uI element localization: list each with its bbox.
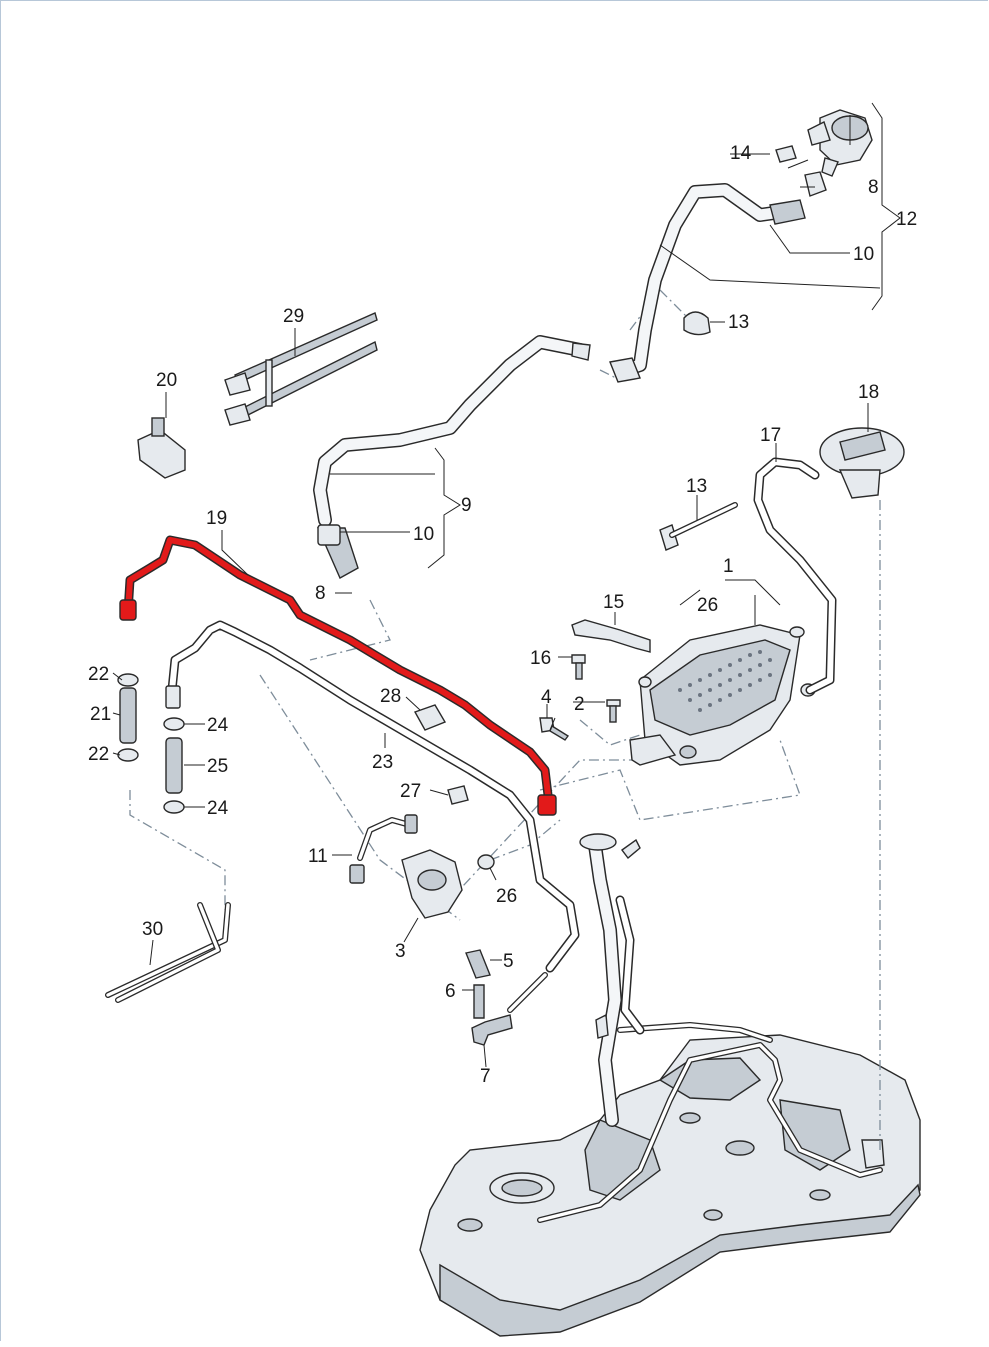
callout-10-upper: 10 — [853, 244, 874, 265]
callout-17: 17 — [760, 425, 781, 446]
callout-24-upper: 24 — [207, 715, 229, 736]
callout-22-lower: 22 — [88, 744, 109, 765]
canister-perforation — [678, 650, 772, 712]
highlighted-line-19 — [119, 535, 557, 816]
bracket-15 — [571, 619, 651, 653]
callout-28: 28 — [380, 686, 401, 707]
callout-20: 20 — [156, 370, 177, 391]
callout-30: 30 — [142, 919, 163, 940]
valve-3-with-harness-11 — [349, 814, 463, 919]
callout-8-upper: 8 — [868, 177, 879, 198]
callout-21: 21 — [90, 704, 111, 725]
callout-29: 29 — [283, 306, 304, 327]
callout-1: 1 — [723, 556, 734, 577]
callout-9: 9 — [461, 495, 472, 516]
clip-13-lower — [659, 502, 738, 551]
leader-lines — [112, 102, 901, 1068]
callout-22-upper: 22 — [88, 664, 109, 685]
callout-labels: 1 2 3 4 5 6 7 8 8 9 10 10 11 12 13 13 14… — [88, 143, 917, 1087]
clamp-29 — [224, 312, 378, 426]
callout-25: 25 — [207, 756, 228, 777]
callout-8-lower: 8 — [315, 583, 326, 604]
bush-26 — [477, 854, 495, 870]
valve-assembly-12 — [775, 109, 873, 197]
fuel-tank — [419, 1034, 921, 1337]
callout-7: 7 — [480, 1066, 491, 1087]
sender-cover-18 — [819, 427, 905, 499]
callout-27: 27 — [400, 781, 421, 802]
hoses-5-6-7 — [465, 949, 548, 1046]
callout-23: 23 — [372, 752, 393, 773]
line-17 — [753, 457, 837, 695]
callout-24-lower: 24 — [207, 798, 229, 819]
callout-11: 11 — [308, 846, 328, 867]
callout-3: 3 — [395, 941, 406, 962]
callout-26-lower: 26 — [496, 886, 517, 907]
callout-16: 16 — [530, 648, 551, 669]
callout-13-lower: 13 — [686, 476, 707, 497]
bolts — [539, 654, 621, 741]
callout-18: 18 — [858, 382, 879, 403]
sleeves-21-25 — [117, 673, 185, 814]
callout-26-upper: 26 — [697, 595, 718, 616]
callout-14: 14 — [730, 143, 752, 164]
clip-28 — [413, 704, 447, 731]
vent-hose-upper — [313, 183, 806, 579]
callout-4: 4 — [541, 687, 552, 708]
tank-vent-lines — [537, 1022, 883, 1223]
charcoal-canister — [629, 624, 816, 766]
hose-bundle-30 — [105, 902, 231, 1003]
callout-6: 6 — [445, 981, 456, 1002]
clip-20 — [137, 417, 186, 479]
callout-15: 15 — [603, 592, 624, 613]
callout-2: 2 — [574, 694, 585, 715]
filler-neck — [579, 833, 645, 1127]
clip-27 — [447, 785, 469, 805]
callout-13-upper: 13 — [728, 312, 749, 333]
clamp-13-upper — [683, 311, 711, 336]
callout-5: 5 — [503, 951, 514, 972]
callout-19: 19 — [206, 508, 227, 529]
line-23 — [165, 620, 580, 973]
callout-10-lower: 10 — [413, 524, 434, 545]
callout-12: 12 — [896, 209, 917, 230]
